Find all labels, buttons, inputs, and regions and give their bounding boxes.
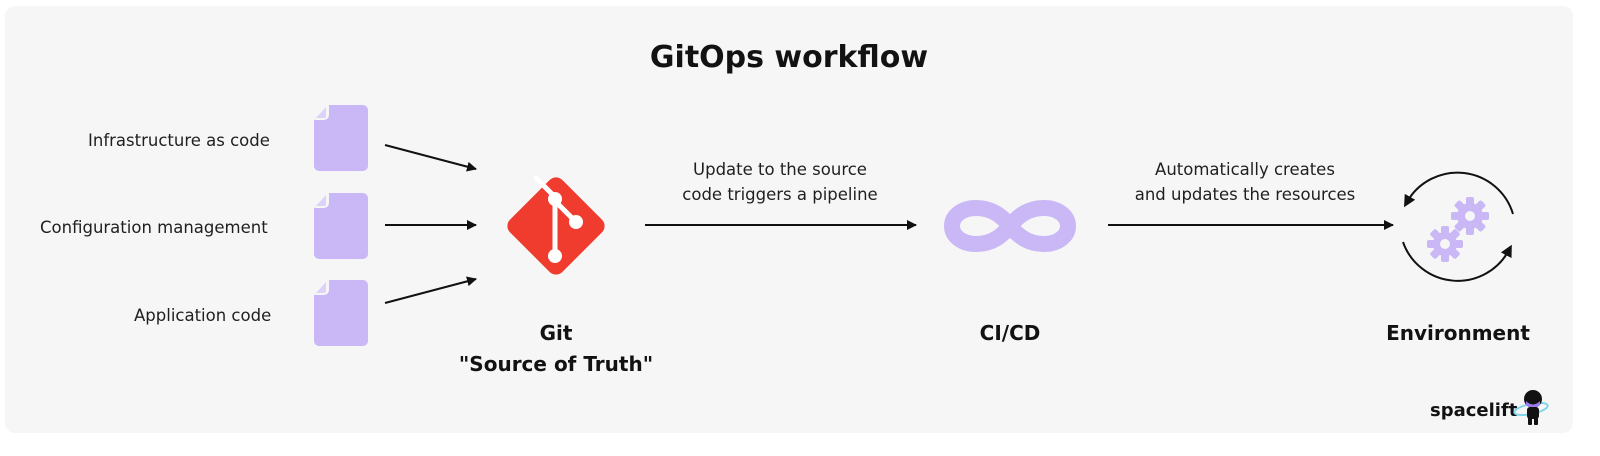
arrow-infrastructure-to-git	[384, 144, 477, 172]
git-title: Git	[539, 321, 573, 345]
astronaut-logo-icon	[1513, 390, 1549, 425]
git-logo-icon	[507, 175, 605, 275]
edge-caption-git-cicd-line2: code triggers a pipeline	[682, 185, 878, 204]
diagram-title: GitOps workflow	[649, 40, 929, 75]
input-label-application: Application code	[134, 306, 272, 325]
edge-caption-git-cicd-line1: Update to the source	[693, 160, 867, 179]
arrow-application-to-git	[384, 276, 477, 304]
edge-caption-cicd-environment: Automatically creates and updates the re…	[1115, 157, 1375, 207]
edge-caption-git-cicd: Update to the source code triggers a pip…	[655, 157, 905, 207]
git-subtitle: "Source of Truth"	[458, 352, 654, 376]
input-label-configuration: Configuration management	[40, 218, 268, 237]
document-icon	[314, 280, 368, 346]
edge-caption-cicd-env-line1: Automatically creates	[1155, 160, 1335, 179]
gears-cycle-icon	[1402, 171, 1514, 282]
git-label: Git "Source of Truth"	[446, 318, 666, 380]
diagram-canvas: GitOps workflow Infrastructure as code C…	[5, 6, 1573, 433]
brand-name: spacelift	[1430, 400, 1518, 421]
edge-caption-cicd-env-line2: and updates the resources	[1134, 185, 1356, 204]
environment-label: Environment	[1386, 321, 1530, 345]
infinity-icon	[944, 200, 1076, 252]
cicd-label: CI/CD	[979, 321, 1041, 345]
document-icon	[314, 193, 368, 259]
flow-arrows	[384, 144, 1394, 304]
input-label-infrastructure: Infrastructure as code	[88, 131, 270, 150]
document-icon	[314, 105, 368, 171]
